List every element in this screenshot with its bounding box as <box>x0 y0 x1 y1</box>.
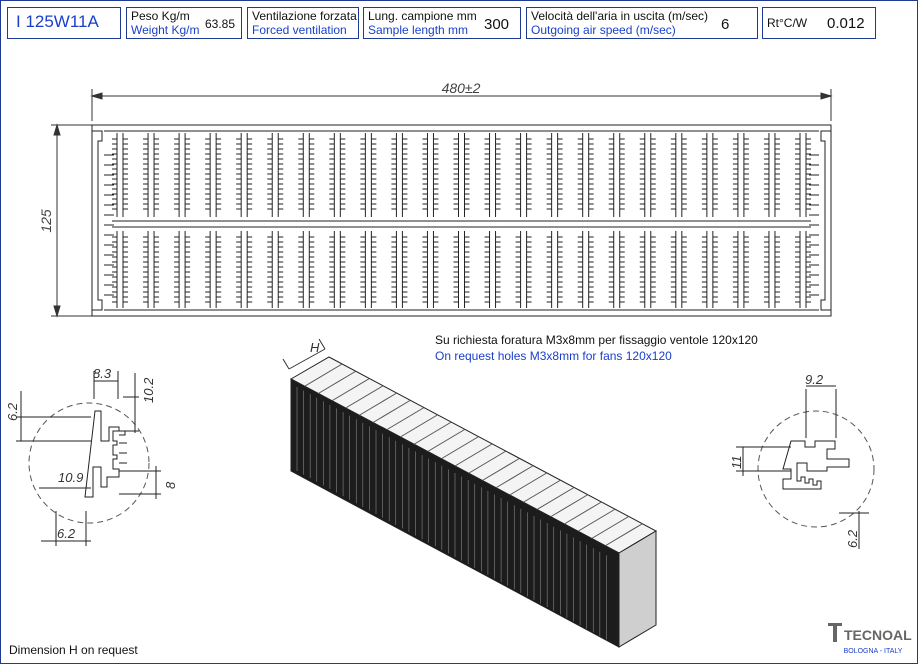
right-detail <box>736 385 875 549</box>
airspeed-label-it: Velocità dell'aria in uscita (m/sec) <box>531 9 709 23</box>
heatsink-profile <box>91 124 832 317</box>
airspeed-cell: Velocità dell'aria in uscita (m/sec) Out… <box>526 7 758 39</box>
logo-brand: TECNOAL <box>844 627 912 643</box>
weight-value: 63.85 <box>205 17 236 31</box>
height-dim-text: 125 <box>38 209 54 233</box>
weight-label-en: Weight Kg/m <box>131 23 200 37</box>
tecnoal-logo: TECNOAL BOLOGNA - ITALY <box>828 623 912 655</box>
code-cell: I 125W11A <box>7 7 121 39</box>
width-dimension <box>90 89 833 121</box>
sample-label-it: Lung. campione mm <box>368 9 477 23</box>
left-dim-6: 6.2 <box>57 526 76 541</box>
rt-cell: Rt°C/W 0.012 <box>762 7 876 39</box>
rt-value: 0.012 <box>827 15 865 32</box>
airspeed-value: 6 <box>721 16 730 33</box>
rt-label: Rt°C/W <box>767 16 808 30</box>
airspeed-label-en: Outgoing air speed (m/sec) <box>531 23 676 37</box>
ventilation-label-en: Forced ventilation <box>252 23 347 37</box>
product-code: I 125W11A <box>16 12 99 31</box>
right-dim-3: 6.2 <box>845 529 860 548</box>
ventilation-cell: Ventilazione forzata Forced ventilation <box>247 7 359 39</box>
iso-dim-text: H <box>310 340 320 355</box>
left-dim-2: 10.2 <box>141 377 156 403</box>
sample-value: 300 <box>484 16 510 33</box>
weight-label-it: Peso Kg/m <box>131 9 190 23</box>
left-detail <box>16 371 161 546</box>
sample-label-en: Sample length mm <box>368 23 469 37</box>
sample-cell: Lung. campione mm Sample length mm 300 <box>363 7 521 39</box>
weight-cell: Peso Kg/m Weight Kg/m 63.85 <box>126 7 242 39</box>
dimension-h-note: Dimension H on request <box>9 643 138 657</box>
left-dim-4: 10.9 <box>58 470 83 485</box>
ventilation-label-it: Ventilazione forzata <box>252 9 357 23</box>
width-dim-text: 480±2 <box>442 80 481 96</box>
logo-place: BOLOGNA - ITALY <box>844 648 903 655</box>
left-dim-1: 8.3 <box>93 366 112 381</box>
height-dimension <box>51 123 93 318</box>
right-dim-2: 11 <box>729 456 744 470</box>
heatsink-isometric <box>282 338 658 648</box>
left-dim-5: 8 <box>163 481 178 489</box>
right-dim-1: 9.2 <box>805 372 824 387</box>
request-note-it: Su richiesta foratura M3x8mm per fissagg… <box>435 333 758 347</box>
request-note-en: On request holes M3x8mm for fans 120x120 <box>435 349 672 363</box>
left-dim-3: 6.2 <box>5 402 20 421</box>
